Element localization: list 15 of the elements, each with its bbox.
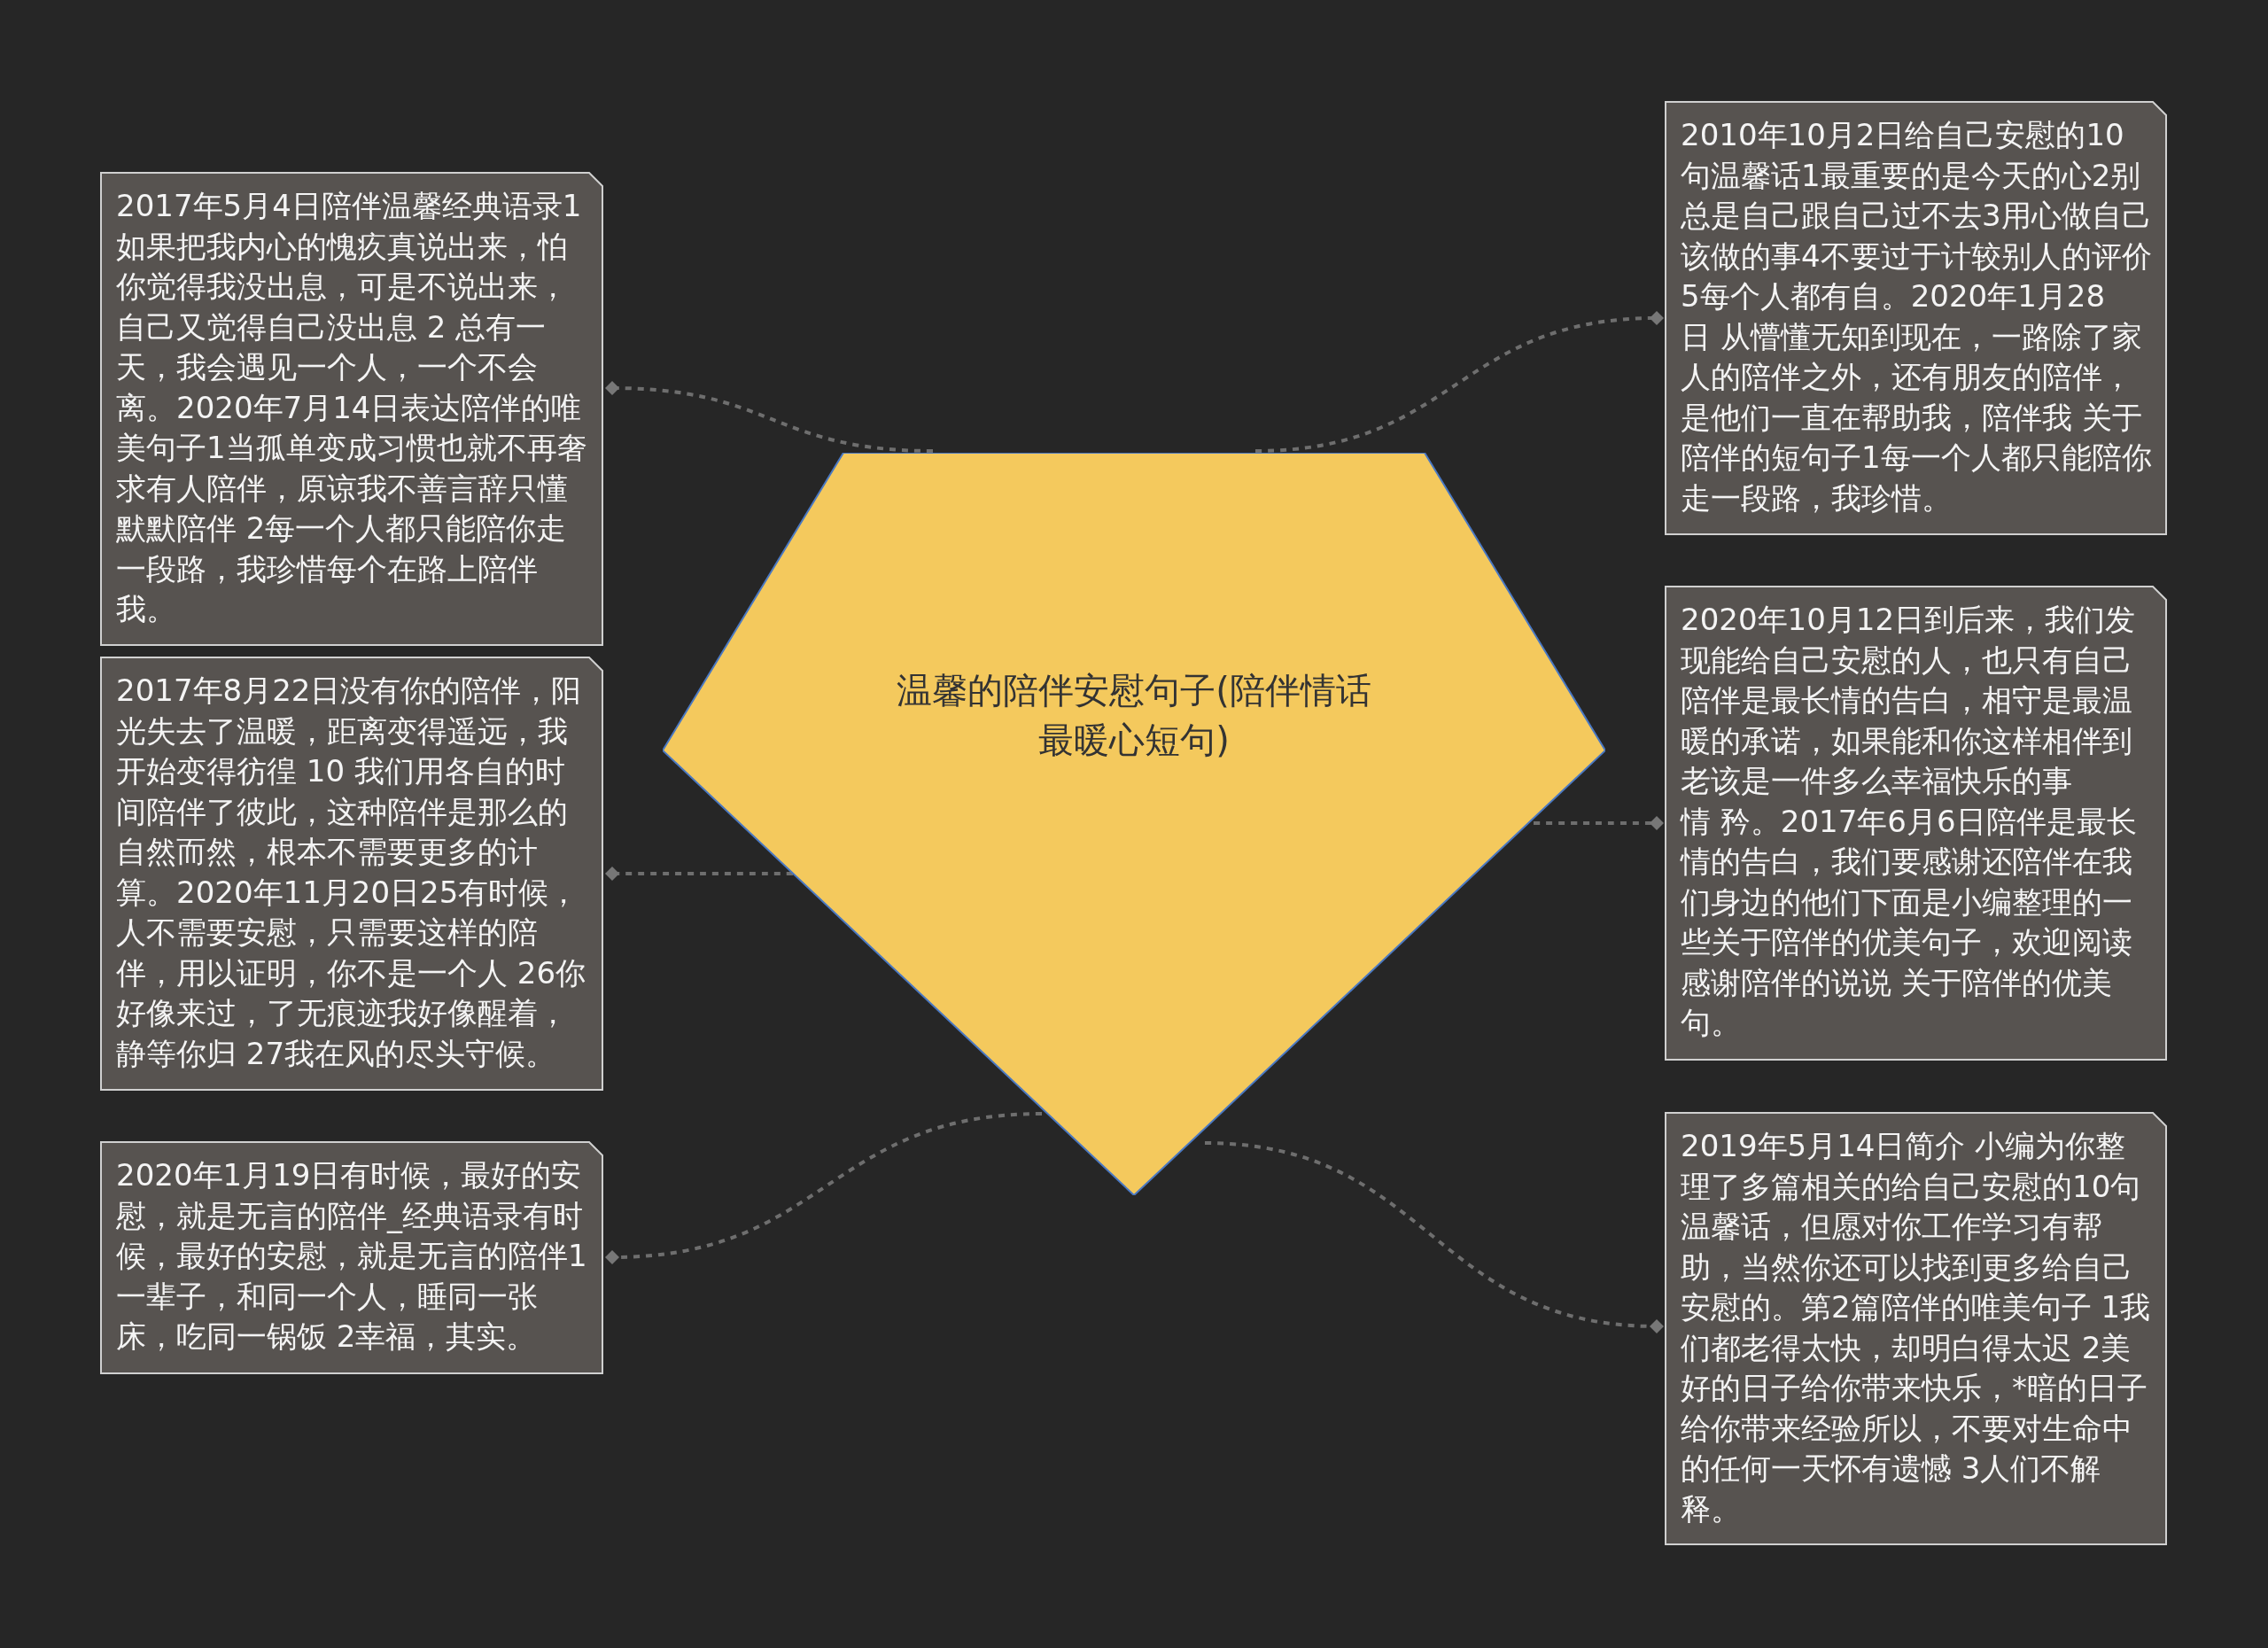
connector [1534,816,1664,830]
text-card [100,1141,603,1374]
card-text: 2020年1月19日有时候，最好的安慰，就是无言的陪伴_经典语录有时候，最好的安慰，就是无言的陪伴1一辈子，和同一个人，睡同一张床，吃同一锅饭 2幸福，其实。 [116,1156,588,1356]
card-text: 2020年10月12日到后来，我们发现能给自己安慰的人，也只有自己陪伴是最长情的告白，相守是最温暖的承诺，如果能和你这样相伴到老该是一件多么幸福快乐的事情 矜。2017年6月6日陪伴是最长情的告白，我们要感谢还陪伴在我们身边的他们下面是小编整理的一些关于陪伴的优美句子，欢迎阅读感谢陪伴的说说 关于陪伴的优美句。 [1681,601,2138,1042]
connector [1204,1141,1664,1333]
connector [605,381,934,453]
connector [605,1112,1043,1264]
title-text: 温馨的陪伴安慰句子(陪伴情话最暖心短句) [896,669,1372,762]
card-text: 2019年5月14日简介 小编为你整理了多篇相关的给自己安慰的10句温馨话，但愿对你工作学习有帮助，当然你还可以找到更多给自己安慰的。第2篇陪伴的唯美句子 1我们都老得太快，却明白得太迟 2美好的日子给你带来快乐，*暗的日子给你带来经验所以，不要对生命中的任何一天怀有遗憾 3人们不解释。 [1681,1127,2152,1528]
card-text: 2017年8月22日没有你的陪伴，阳光失去了温暖，距离变得遥远，我开始变得彷徨 10 我们用各自的时间陪伴了彼此，这种陪伴是那么的自然而然，根本不需要更多的计算。2020年11月20日25有时候，人不需要安慰，只需要这样的陪伴，用以证明，你不是一个人 26你好像来过，了无痕迹我好像醒着，静等你归 27我在风的尽头守候。 [116,672,587,1073]
connector [605,867,793,881]
text-card [1665,586,2167,1061]
card-text: 2010年10月2日给自己安慰的10句温馨话1最重要的是今天的心2别总是自己跟自己过不去3用心做自己该做的事4不要过于计较别人的评价5每个人都有自。2020年1月28日 从懵懂无知到现在，一路除了家人的陪伴之外，还有朋友的陪伴，是他们一直在帮助我，陪伴我 关于陪伴的短句子1每一个人都只能陪你走一段路，我珍惜。 [1681,116,2153,517]
card-text: 2017年5月4日陪伴温馨经典语录1如果把我内心的愧疚真说出来，怕你觉得我没出息，可是不说出来，自己又觉得自己没出息 2 总有一天，我会遇见一个人，一个不会离。2020年7月14日表达陪伴的唯美句子1当孤单变成习惯也就不再奢求有人陪伴，原谅我不善言辞只懂默默陪伴 2每一个人都只能陪你走一段路，我珍惜每个在路上陪伴我。 [116,187,588,628]
connector [1254,311,1664,453]
